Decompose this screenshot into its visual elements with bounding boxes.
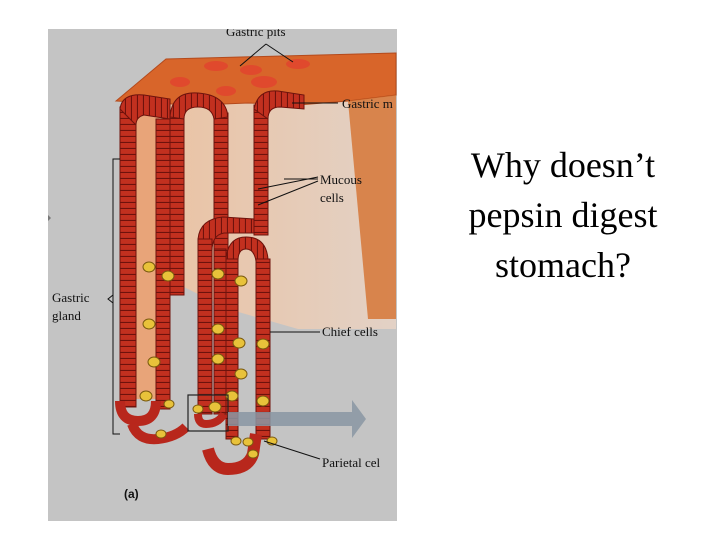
chief-cells [139,261,278,459]
label-gastric-gland-line1: Gastric [52,290,90,305]
question-line-3: stomach? [495,245,631,285]
gastric-pit [204,61,228,71]
gastric-pit [251,76,277,88]
edge-marker [48,215,51,221]
label-mucous-cells-line2: cells [320,190,344,205]
gastric-pit [170,77,190,87]
panel-label: (a) [124,487,139,501]
label-gastric-mucosa: Gastric m [342,96,393,111]
question-line-1: Why doesn’t [470,145,656,185]
label-mucous-cells-line1: Mucous [320,172,362,187]
label-gastric-gland-line2: gland [52,308,81,323]
question-text: Why doesn’t pepsin digest stomach? [418,140,708,290]
gastric-gland-illustration: Gastric pits Gastric m Mucous cells Gast… [48,29,397,521]
surface-side [348,95,396,319]
gastric-pit [286,59,310,69]
enlargement-arrow [228,400,366,438]
label-parietal-cells: Parietal cel [322,455,381,470]
label-chief-cells: Chief cells [322,324,378,339]
gastric-gland-left [115,94,172,427]
label-gastric-pits: Gastric pits [226,29,286,39]
question-line-2: pepsin digest [468,195,658,235]
gastric-pit [216,86,236,96]
gastric-gland-drawing [48,43,397,476]
gastric-pit [240,65,262,75]
leader-lines [107,43,338,460]
